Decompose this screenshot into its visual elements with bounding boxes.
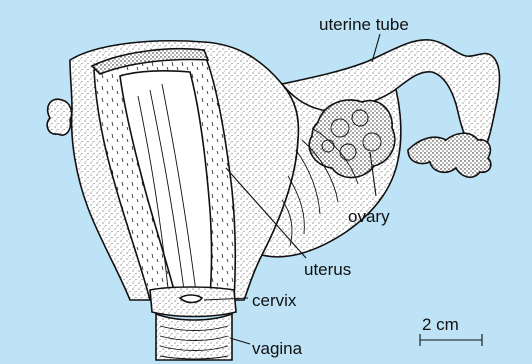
vagina-tube	[156, 314, 232, 360]
label-cervix: cervix	[252, 291, 297, 310]
leader-vagina	[230, 338, 250, 344]
scale-bar-line	[420, 334, 482, 346]
scale-bar-label: 2 cm	[422, 315, 459, 334]
left-tube-stub	[47, 99, 71, 135]
label-uterine-tube: uterine tube	[319, 15, 409, 34]
label-uterus: uterus	[304, 260, 351, 279]
scale-bar: 2 cm	[420, 315, 482, 346]
cervical-os	[180, 295, 202, 303]
fimbriae	[408, 133, 491, 177]
label-vagina: vagina	[252, 339, 303, 358]
label-ovary: ovary	[348, 207, 390, 226]
